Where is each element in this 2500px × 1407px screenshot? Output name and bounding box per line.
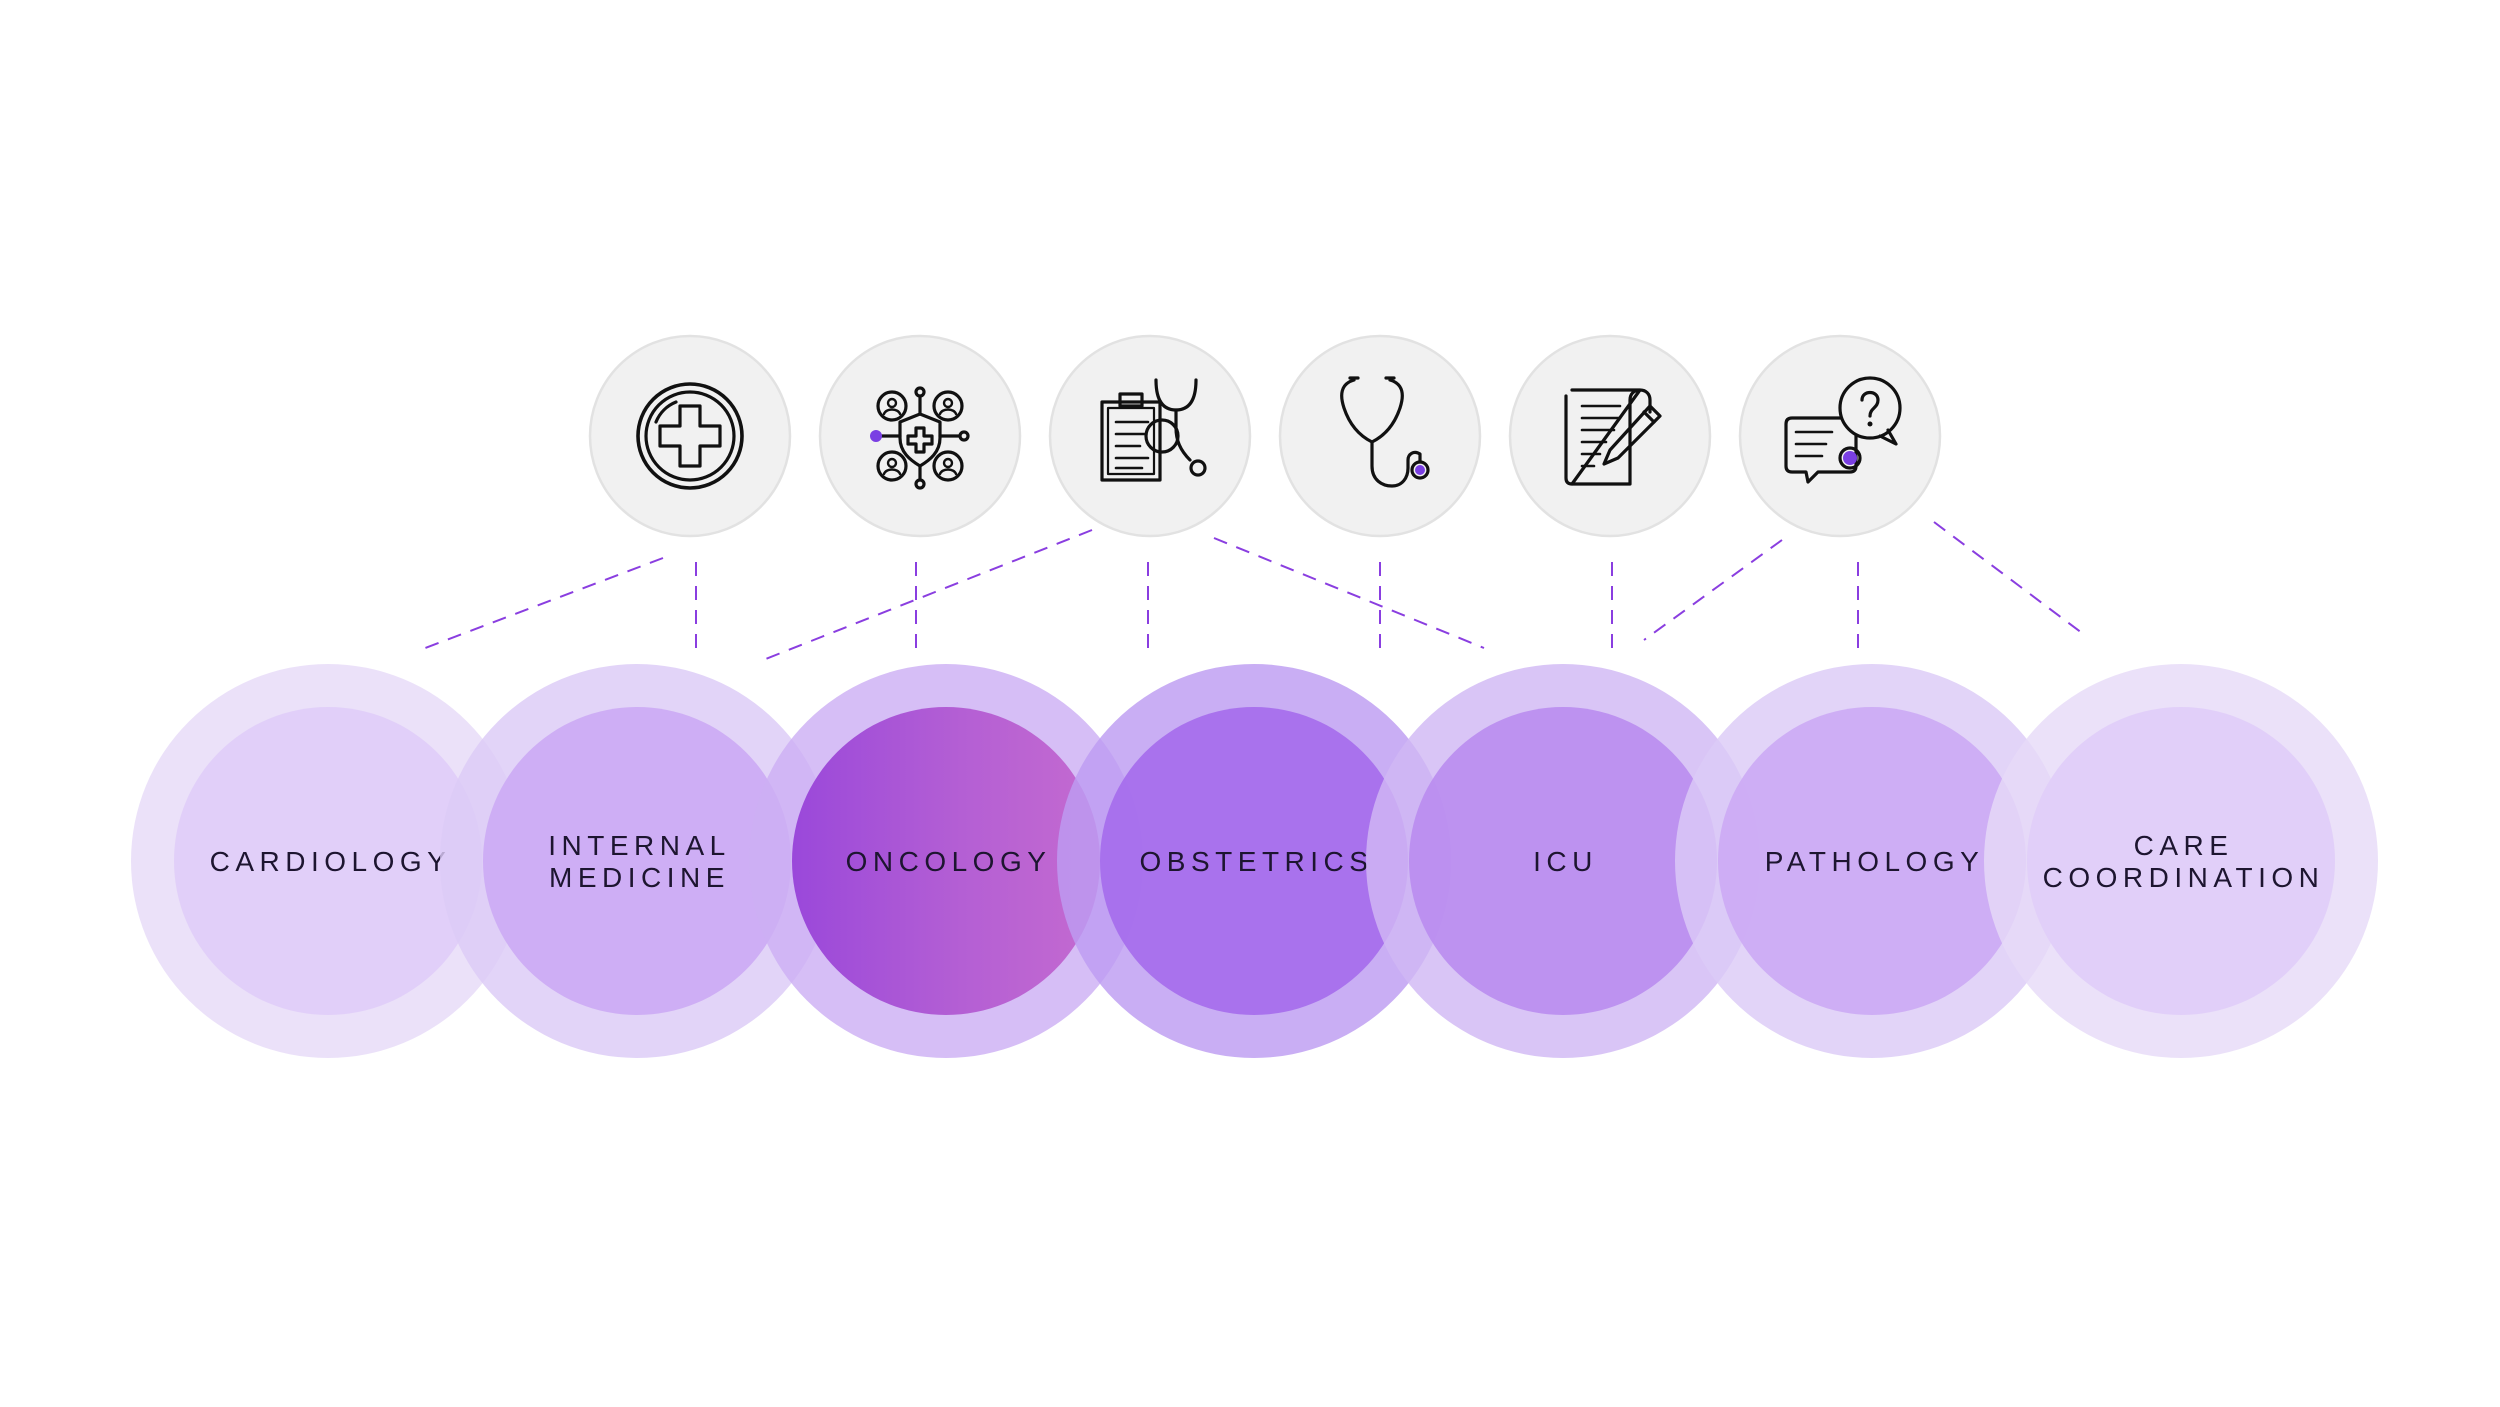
department-label: CARE: [2134, 830, 2234, 861]
department-node: ICU: [1366, 664, 1760, 1058]
department-inner-circle: [792, 707, 1100, 1015]
department-label: PATHOLOGY: [1765, 846, 1985, 877]
connector-lines: [419, 521, 2087, 663]
department-label: ONCOLOGY: [846, 846, 1052, 877]
chat-question-icon: [1784, 376, 1902, 484]
icon-badge: [1738, 334, 1942, 538]
icon-badge: [1048, 334, 1252, 538]
department-inner-circle: [1100, 707, 1408, 1015]
medical-cross-icon: [636, 382, 744, 490]
department-node: OBSTETRICS: [1057, 664, 1451, 1058]
icon-badge: [1508, 334, 1712, 538]
icon-badge: [588, 334, 792, 538]
icon-badge: [818, 334, 1022, 538]
department-label: OBSTETRICS: [1140, 846, 1374, 877]
department-inner-circle: [1718, 707, 2026, 1015]
clipboard-stethoscope-icon: [1100, 378, 1207, 482]
stethoscope-icon: [1340, 376, 1430, 488]
icon-badge: [1278, 334, 1482, 538]
icon-row: [588, 334, 1942, 538]
connector-line: [1933, 521, 2087, 637]
medical-notes-pen-icon: [1564, 388, 1662, 486]
connector-line: [419, 557, 664, 651]
patient-network-shield-icon: [870, 386, 970, 490]
department-label: COORDINATION: [2043, 862, 2325, 893]
department-inner-circle: [174, 707, 482, 1015]
department-label: ICU: [1533, 846, 1598, 877]
department-node: CARDIOLOGY: [131, 664, 525, 1058]
department-node: PATHOLOGY: [1675, 664, 2069, 1058]
department-label: CARDIOLOGY: [210, 846, 452, 877]
department-inner-circle: [483, 707, 791, 1015]
department-label: INTERNAL: [548, 830, 730, 861]
connector-line: [1213, 537, 1485, 649]
connector-line: [1643, 539, 1783, 641]
department-node: ONCOLOGY: [749, 664, 1143, 1058]
department-inner-circle: [1409, 707, 1717, 1015]
department-label: MEDICINE: [549, 862, 730, 893]
connector-line: [757, 529, 1093, 663]
department-inner-circle: [2027, 707, 2335, 1015]
